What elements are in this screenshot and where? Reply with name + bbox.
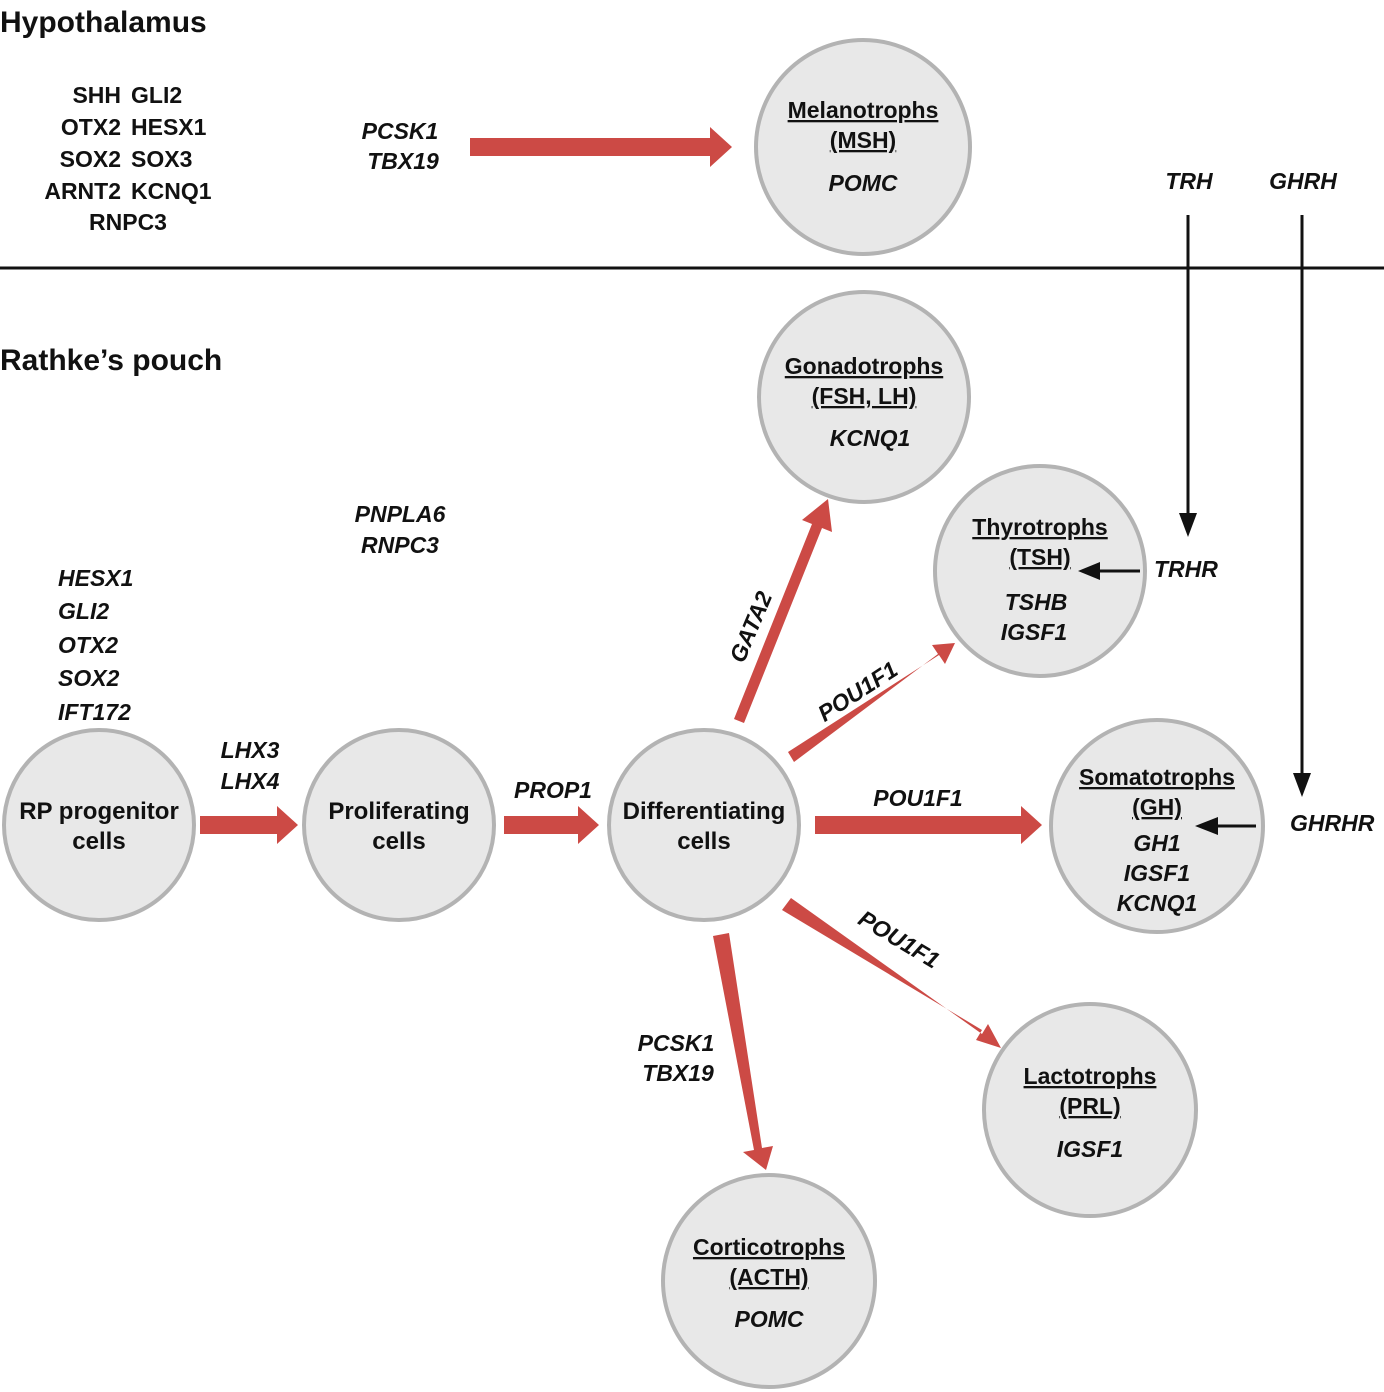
gonadotrophs-circle: [757, 290, 971, 504]
thyrotrophs-node: Thyrotrophs (TSH) TSHB IGSF1: [933, 464, 1147, 678]
somatotrophs-title: Somatotrophs: [1079, 764, 1235, 790]
gonadotrophs-title: Gonadotrophs: [785, 353, 943, 379]
somatotrophs-circle: [1049, 718, 1265, 934]
pou1f1-label-lacto: POU1F1: [854, 905, 944, 973]
gonadotrophs-node: Gonadotrophs (FSH, LH) KCNQ1: [757, 290, 971, 504]
thyrotrophs-circle: [933, 464, 1147, 678]
corticotrophs-circle: [661, 1173, 877, 1389]
thyrotrophs-hormone: (TSH): [1009, 544, 1070, 570]
lactotrophs-title: Lactotrophs: [1024, 1063, 1157, 1089]
gene-label: SOX3: [131, 146, 192, 172]
lactotrophs-node: Lactotrophs (PRL) IGSF1: [982, 1002, 1198, 1218]
tbx19-label: TBX19: [367, 148, 439, 174]
ghrhr-label: GHRHR: [1290, 810, 1375, 836]
corticotrophs-hormone: (ACTH): [729, 1264, 808, 1290]
thyrotrophs-title: Thyrotrophs: [972, 514, 1107, 540]
proliferating-label: Proliferating: [328, 798, 469, 825]
rnpc3-label: RNPC3: [361, 532, 439, 558]
thyrotrophs-marker: IGSF1: [1001, 619, 1067, 645]
prop1-label: PROP1: [514, 777, 592, 803]
hypothalamus-gene-list: SHH GLI2 OTX2 HESX1 SOX2 SOX3 ARNT2 KCNQ…: [44, 82, 211, 235]
gene-label: OTX2: [58, 632, 118, 658]
ghrhr-arrow-head: [1195, 817, 1218, 835]
thyrotrophs-marker: TSHB: [1005, 589, 1068, 615]
arrow-to-melanotrophs: [470, 127, 732, 167]
pou1f1-label-somato: POU1F1: [873, 785, 962, 811]
differentiating-label: Differentiating: [623, 798, 786, 825]
melanotrophs-node: Melanotrophs (MSH) POMC: [754, 38, 972, 256]
gene-label: RNPC3: [89, 209, 167, 235]
gene-label: IFT172: [58, 699, 131, 725]
trh-arrow-head: [1179, 513, 1197, 537]
somatotrophs-hormone: (GH): [1132, 794, 1182, 820]
ghrh-label: GHRH: [1269, 168, 1337, 194]
arrow-progenitor-to-proliferating: [200, 806, 298, 844]
gene-label: GLI2: [58, 598, 109, 624]
somatotrophs-marker: IGSF1: [1124, 860, 1190, 886]
arrow-to-corticotrophs: [713, 933, 773, 1170]
rp-progenitor-circle: [2, 728, 196, 922]
melanotrophs-title: Melanotrophs: [788, 97, 939, 123]
gene-label: SHH: [72, 82, 121, 108]
corticotrophs-node: Corticotrophs (ACTH) POMC: [661, 1173, 877, 1389]
proliferating-node: Proliferating cells: [302, 728, 496, 922]
differentiating-label: cells: [677, 828, 730, 855]
somatotrophs-marker: KCNQ1: [1117, 890, 1198, 916]
pnpla6-label: PNPLA6: [355, 501, 446, 527]
melanotrophs-hormone: (MSH): [830, 127, 896, 153]
lhx3-label: LHX3: [221, 737, 280, 763]
trhr-label: TRHR: [1154, 556, 1218, 582]
gonadotrophs-marker: KCNQ1: [830, 425, 911, 451]
gene-label: OTX2: [61, 114, 121, 140]
corticotrophs-title: Corticotrophs: [693, 1234, 845, 1260]
gene-label: SOX2: [60, 146, 121, 172]
pcsk1-cortico-label: PCSK1: [638, 1030, 715, 1056]
melanotrophs-circle: [754, 38, 972, 256]
somatotrophs-marker: GH1: [1133, 830, 1180, 856]
rp-progenitor-node: RP progenitor cells: [2, 728, 196, 922]
gene-label: ARNT2: [44, 178, 121, 204]
differentiating-node: Differentiating cells: [607, 728, 801, 922]
lhx4-label: LHX4: [221, 768, 280, 794]
progenitor-gene-list: HESX1 GLI2 OTX2 SOX2 IFT172: [58, 565, 133, 725]
arrow-to-somatotrophs: [815, 806, 1042, 844]
arrow-to-lactotrophs: [782, 898, 1001, 1048]
pcsk1-label: PCSK1: [362, 118, 439, 144]
gene-label: SOX2: [58, 665, 120, 691]
rathke-pouch-title: Rathke’s pouch: [0, 344, 222, 377]
melanotrophs-marker: POMC: [829, 170, 898, 196]
arrow-to-gonadotrophs-body: [734, 499, 832, 723]
somatotrophs-node: Somatotrophs (GH) GH1 IGSF1 KCNQ1: [1049, 718, 1265, 934]
proliferating-circle: [302, 728, 496, 922]
hypothalamus-title: Hypothalamus: [0, 6, 207, 39]
gene-label: HESX1: [131, 114, 207, 140]
lactotrophs-marker: IGSF1: [1057, 1136, 1123, 1162]
proliferating-label: cells: [372, 828, 425, 855]
ghrh-arrow-head: [1293, 773, 1311, 797]
trhr-arrow-head: [1078, 562, 1100, 580]
differentiating-circle: [607, 728, 801, 922]
pou1f1-label-thyro: POU1F1: [813, 656, 902, 727]
gene-label: KCNQ1: [131, 178, 212, 204]
lactotrophs-circle: [982, 1002, 1198, 1218]
rp-progenitor-label: cells: [72, 828, 125, 855]
gene-label: GLI2: [131, 82, 182, 108]
rp-progenitor-label: RP progenitor: [19, 798, 179, 825]
lactotrophs-hormone: (PRL): [1059, 1093, 1120, 1119]
tbx19-cortico-label: TBX19: [642, 1060, 714, 1086]
arrow-proliferating-to-differentiating: [504, 806, 599, 844]
gonadotrophs-hormone: (FSH, LH): [812, 383, 917, 409]
corticotrophs-marker: POMC: [735, 1306, 804, 1332]
arrow-to-thyrotrophs: [788, 643, 955, 762]
trh-label: TRH: [1165, 168, 1213, 194]
gene-label: HESX1: [58, 565, 133, 591]
